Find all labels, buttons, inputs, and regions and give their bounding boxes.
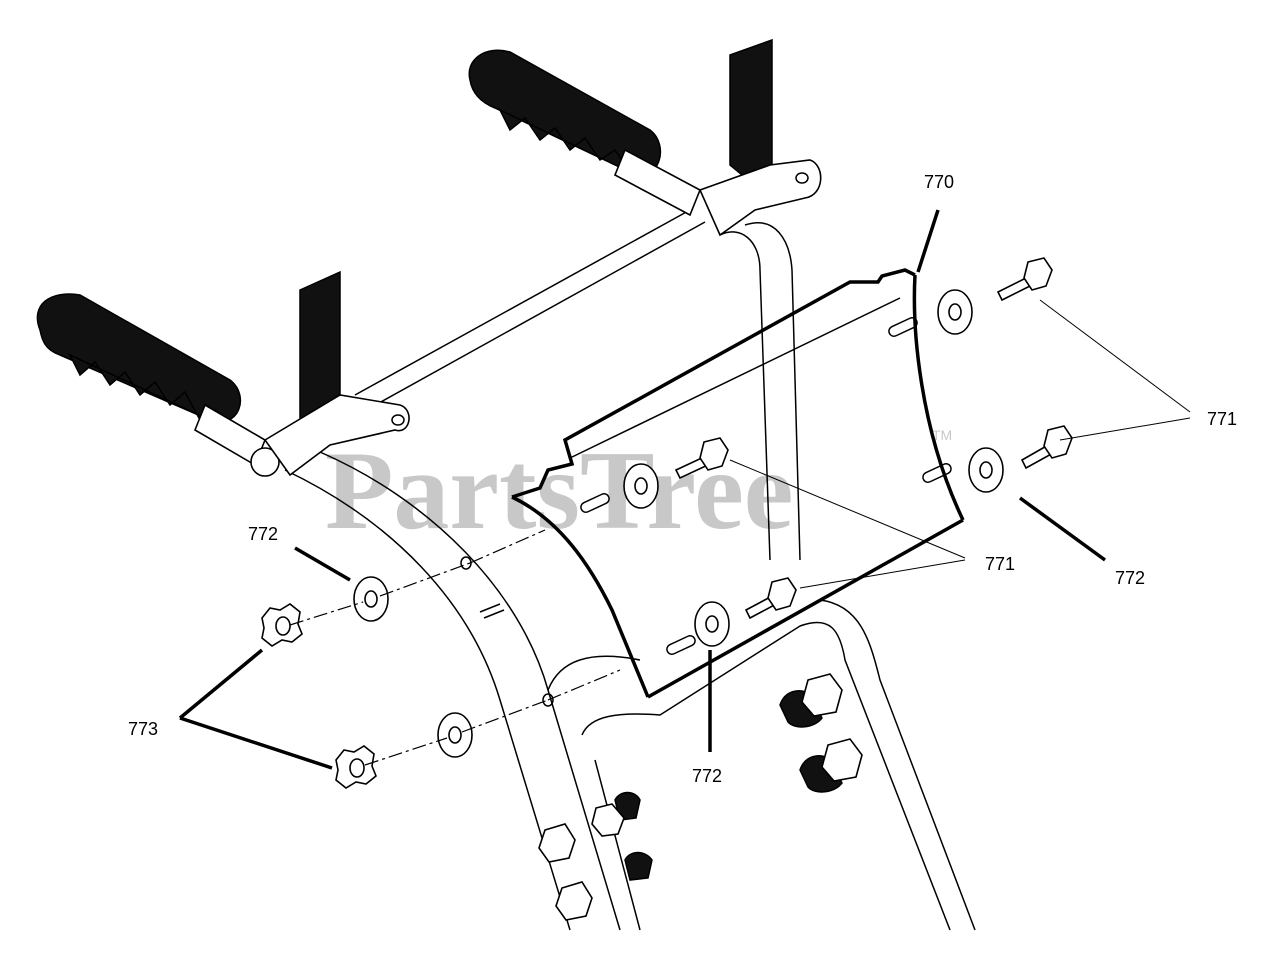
- washer-772-upper-right: [937, 289, 973, 335]
- locknut-773-upper: [261, 603, 303, 647]
- right-handle-grip: [468, 38, 822, 237]
- washer-772-lower-right: [968, 447, 1004, 493]
- left-handle-grip: [36, 270, 410, 477]
- watermark-trademark: TM: [932, 427, 952, 443]
- assembly-lines: [289, 529, 621, 766]
- screw-771-upper-right: [996, 257, 1053, 302]
- washer-772-center: [623, 463, 659, 509]
- screw-771-lower-right: [1020, 425, 1073, 470]
- bracket-plate-770: [511, 268, 965, 699]
- callout-771-right: 771: [1207, 409, 1237, 429]
- leader-lines: [178, 209, 1191, 770]
- callout-772-right: 772: [1115, 568, 1145, 588]
- screw-771-center: [674, 437, 729, 480]
- screw-771-lower: [744, 577, 797, 620]
- callout-770: 770: [924, 172, 954, 192]
- handle-frame: [284, 209, 976, 931]
- callout-772-bottom: 772: [692, 766, 722, 786]
- locknut-773-lower: [335, 745, 377, 789]
- callout-772-left: 772: [248, 524, 278, 544]
- frame-bolts: [538, 673, 863, 921]
- washer-772-left: [353, 576, 389, 622]
- callout-771-center: 771: [985, 554, 1015, 574]
- washer-772-left-lower: [437, 712, 473, 758]
- callout-773: 773: [128, 719, 158, 739]
- washer-772-lower: [694, 601, 730, 647]
